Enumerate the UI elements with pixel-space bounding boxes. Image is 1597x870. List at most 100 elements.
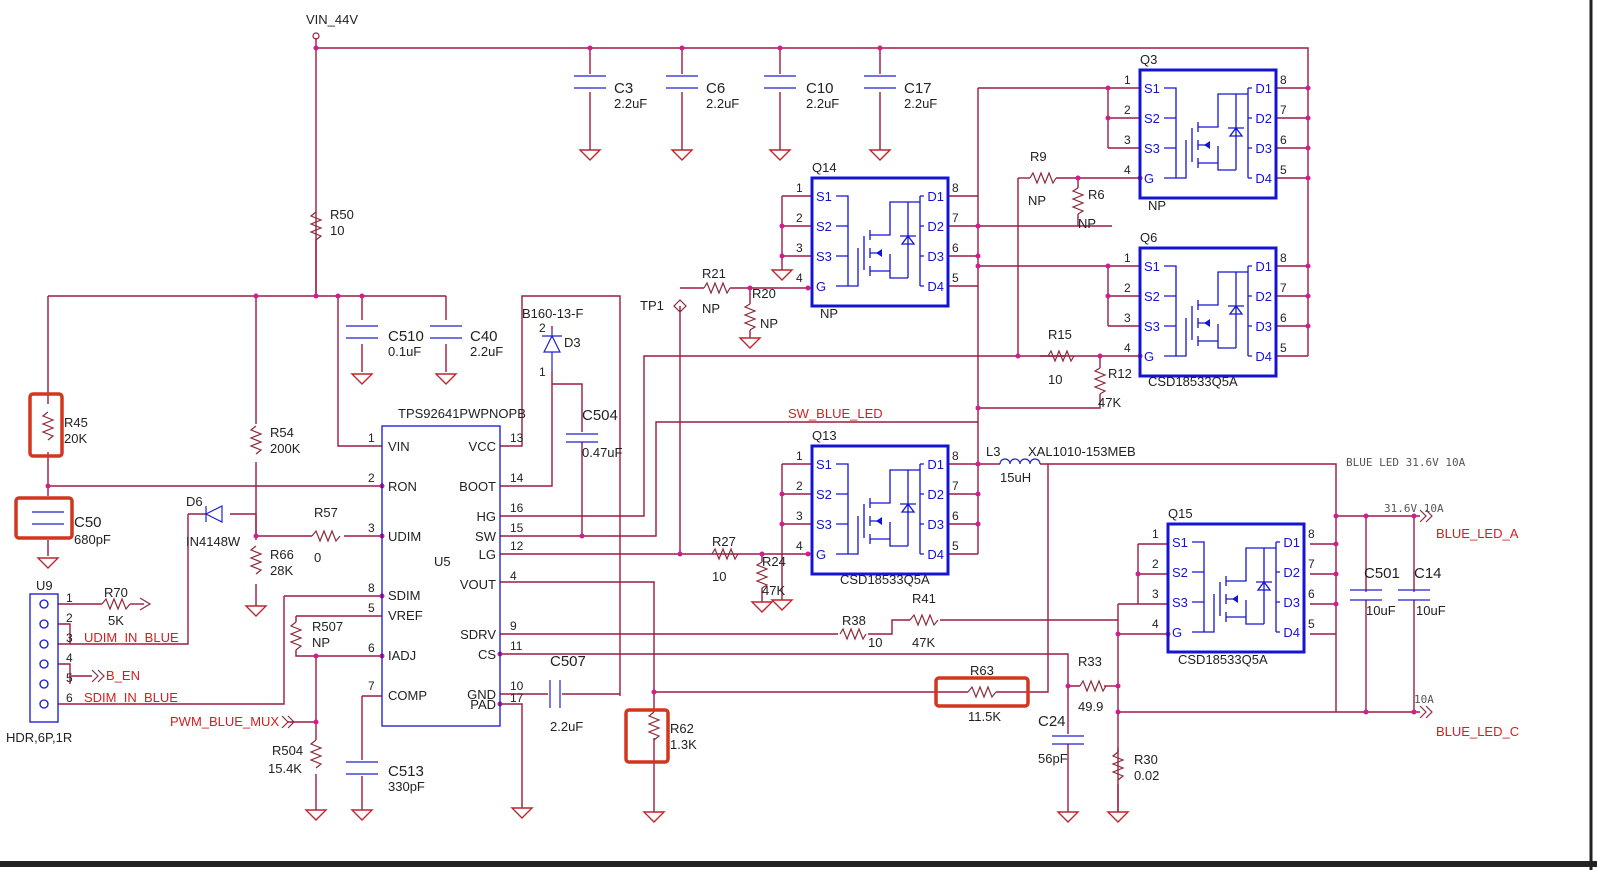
l3-part: XAL1010-153MEB [1028, 444, 1136, 459]
mosfet-pin-name: S3 [816, 517, 832, 532]
mosfet-ref: Q6 [1140, 230, 1157, 245]
mosfet-pin-name: D3 [1255, 141, 1272, 156]
pin-name: SW [475, 529, 497, 544]
mosfet-pin-num: 4 [796, 539, 803, 553]
mosfet-pin-num: 8 [1308, 527, 1315, 541]
mosfet-pin-name: S2 [816, 487, 832, 502]
net-sdim-in-blue: SDIM_IN_BLUE [84, 690, 178, 705]
pin-name: VCC [469, 439, 496, 454]
pin-num: 7 [368, 679, 375, 693]
cap-val: 2.2uF [470, 344, 503, 359]
pin-name: HG [477, 509, 497, 524]
cap-val: 0.1uF [388, 344, 421, 359]
pin-name: RON [388, 479, 417, 494]
net-sw-blue-led: SW_BLUE_LED [788, 406, 883, 421]
d6-ref: D6 [186, 494, 203, 509]
res-val: 10 [1048, 372, 1062, 387]
cap-ref: C507 [550, 653, 586, 670]
mosfet-pin-name: S2 [1144, 289, 1160, 304]
u9-ref: U9 [36, 578, 53, 593]
mosfet-pin-name: D4 [927, 279, 944, 294]
mosfet-ref: Q3 [1140, 52, 1157, 67]
res-ref: R30 [1134, 752, 1158, 767]
pin-num: 1 [368, 431, 375, 445]
mosfet-body [1138, 246, 1278, 378]
cap-val: 56pF [1038, 751, 1068, 766]
res-val: 0 [314, 550, 321, 565]
res-ref: R70 [104, 585, 128, 600]
mosfet-pin-num: 8 [952, 449, 959, 463]
pin-num: 17 [510, 691, 524, 705]
mosfet-internal [1164, 87, 1252, 179]
u5-ref: U5 [434, 554, 451, 569]
d3-pin1: 1 [539, 365, 546, 379]
mosfet-pin-name: G [1144, 349, 1154, 364]
mosfet-pin-name: D2 [1283, 565, 1300, 580]
pin-name: VIN [388, 439, 410, 454]
mosfet-pin-name: D3 [927, 517, 944, 532]
mosfet-pin-num: 8 [1280, 251, 1287, 265]
cap-ref: C14 [1414, 565, 1442, 582]
res-ref: R57 [314, 505, 338, 520]
pin-name: SDIM [388, 588, 421, 603]
mosfet-pin-num: 4 [1124, 163, 1131, 177]
mosfet-part: NP [1148, 198, 1166, 213]
mosfet-pin-num: 2 [1152, 557, 1159, 571]
mosfet-pin-name: S1 [816, 457, 832, 472]
capacitor-symbols [32, 75, 1430, 775]
net-pwm-blue-mux: PWM_BLUE_MUX [170, 714, 279, 729]
pin-num: 12 [510, 539, 524, 553]
res-ref: R50 [330, 207, 354, 222]
mosfet-pin-num: 4 [796, 271, 803, 285]
u9-part: HDR,6P,1R [6, 730, 72, 745]
net-blue-led-c: BLUE_LED_C [1436, 724, 1519, 739]
d3-ref: D3 [564, 335, 581, 350]
res-ref: R12 [1108, 366, 1132, 381]
res-val: 20K [64, 431, 87, 446]
cap-ref: C6 [706, 80, 725, 97]
cap-val: 330pF [388, 779, 425, 794]
mosfet-part: NP [820, 306, 838, 321]
mosfet-pin-name: G [1144, 171, 1154, 186]
note-voltage: 31.6V 10A [1384, 502, 1444, 515]
pin-name: LG [479, 547, 496, 562]
mosfet-pin-num: 1 [1152, 527, 1159, 541]
pin-num: 4 [66, 651, 73, 665]
mosfet-pin-name: S3 [1172, 595, 1188, 610]
mosfet-pin-num: 6 [952, 509, 959, 523]
mosfet-body [1166, 522, 1306, 654]
mosfet-pin-name: D1 [1283, 535, 1300, 550]
mosfet-pin-name: S1 [1144, 81, 1160, 96]
mosfet-pin-num: 7 [952, 211, 959, 225]
mosfet-pin-num: 6 [1280, 311, 1287, 325]
pin-num: 2 [66, 611, 73, 625]
res-val: 47K [1098, 395, 1121, 410]
mosfet-pin-num: 4 [1124, 341, 1131, 355]
mosfet-body [810, 176, 950, 308]
res-val: 15.4K [268, 761, 302, 776]
mosfet-part: CSD18533Q5A [1178, 652, 1268, 667]
mosfet-pin-name: G [816, 279, 826, 294]
cap-val: 10uF [1366, 603, 1396, 618]
mosfet-pin-name: D4 [1255, 171, 1272, 186]
mosfet-arrow [1204, 141, 1210, 149]
cap-val: 10uF [1416, 603, 1446, 618]
mosfet-pin-name: S3 [1144, 141, 1160, 156]
pin-num: 5 [368, 601, 375, 615]
mosfet-arrow [876, 249, 882, 257]
res-ref: R507 [312, 619, 343, 634]
res-val: 10 [330, 223, 344, 238]
mosfet-pin-num: 1 [1124, 73, 1131, 87]
l3-val: 15uH [1000, 470, 1031, 485]
res-ref: R66 [270, 547, 294, 562]
mosfet-arrow [1204, 319, 1210, 327]
mosfet-pin-name: D1 [927, 189, 944, 204]
pin-num: 2 [368, 471, 375, 485]
pin-name: VOUT [460, 577, 496, 592]
d3-part: B160-13-F [522, 306, 583, 321]
pin-num: 10 [510, 679, 524, 693]
mosfet-pin-num: 3 [1124, 133, 1131, 147]
